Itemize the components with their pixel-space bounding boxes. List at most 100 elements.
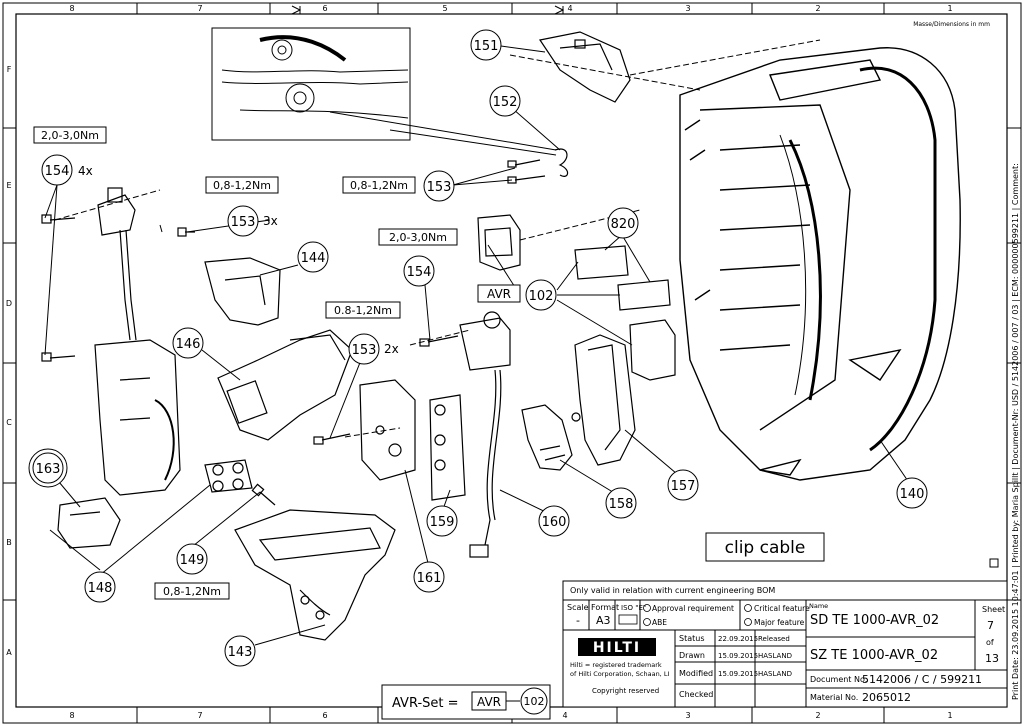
tb-sheet-value: 7 (987, 619, 994, 632)
avr-set-bubble (520, 687, 548, 715)
tb-trademark1: Hilti = registered trademark (570, 661, 662, 669)
tb-critical: Critical feature (754, 604, 810, 613)
part-number-148: 148 (88, 581, 113, 596)
part-number-157: 157 (671, 479, 696, 494)
part-146 (217, 329, 353, 441)
zone-side-A: A (6, 648, 12, 657)
corner-marker (989, 558, 999, 568)
bubble-158 (605, 487, 637, 519)
tb-scale-label: Scale (567, 603, 589, 612)
torque-box-149 (154, 582, 230, 600)
qty-153c: 2x (384, 342, 399, 356)
zone-bottom-7: 7 (197, 711, 202, 720)
part-161 (359, 379, 416, 481)
bubble-161 (413, 561, 445, 593)
part-number-154-mid: 154 (407, 265, 432, 280)
left-assembly (41, 187, 253, 549)
part-number-153-left: 153 (231, 215, 256, 230)
torque-box-153b (342, 176, 416, 194)
hilti-logo (578, 638, 656, 656)
part-number-159: 159 (430, 515, 455, 530)
part-151 (539, 31, 631, 103)
part-number-161: 161 (417, 571, 442, 586)
tb-trademark2: of Hilti Corporation, Schaan, LI (570, 670, 669, 678)
tb-drawn-date: 15.09.2015 (718, 652, 758, 660)
tb-doc-value: 5142006 / C / 599211 (862, 673, 982, 686)
tb-scale-value: - (576, 614, 580, 627)
tb-name2: SZ TE 1000-AVR_02 (810, 648, 938, 663)
tb-approval: Approval requirement (652, 604, 734, 613)
tb-modified-date: 15.09.2015 (718, 670, 758, 678)
torque-153c: 0.8-1,2Nm (334, 304, 392, 317)
part-149-screw (251, 483, 276, 506)
avr-set-box-label: AVR (477, 695, 501, 709)
bubble-102 (525, 279, 557, 311)
avr-set-prefix: AVR-Set = (392, 696, 459, 711)
zone-top-7: 7 (197, 4, 202, 13)
part-159 (429, 394, 466, 501)
part-number-151: 151 (474, 39, 499, 54)
tb-format-label: Format (591, 603, 619, 612)
part-number-140: 140 (900, 487, 925, 502)
tb-status-value: Released (758, 635, 790, 643)
tb-of-value: 13 (985, 652, 999, 665)
torque-box-153a (205, 176, 279, 194)
dimensions-note: Masse/Dimensions in mm (913, 21, 990, 28)
screws-153-top (507, 148, 569, 184)
bubble-149 (176, 543, 208, 575)
qty-153: 3x (263, 214, 278, 228)
part-number-146: 146 (176, 337, 201, 352)
hilti-logo-text: HILTI (593, 640, 641, 656)
part-number-163: 163 (36, 462, 61, 477)
zone-top-3: 3 (685, 4, 690, 13)
zone-top-6: 6 (322, 4, 327, 13)
bubble-154-mid (403, 255, 435, 287)
part-number-153-top: 153 (427, 180, 452, 195)
part-160-cable (459, 311, 511, 558)
zone-top-5: 5 (442, 4, 447, 13)
part-158 (521, 404, 581, 471)
part-number-820: 820 (611, 217, 636, 232)
avr-set-part: 102 (524, 695, 545, 708)
part-number-102: 102 (529, 289, 554, 304)
dashed-axis-1 (54, 189, 161, 221)
zone-side-D: D (6, 299, 12, 308)
bubble-163 (32, 452, 64, 484)
part-number-154-left: 154 (45, 164, 70, 179)
zone-bottom-1: 1 (947, 711, 952, 720)
zone-bottom-2: 2 (815, 711, 820, 720)
tb-drawn-label: Drawn (679, 651, 705, 660)
zone-top-1: 1 (947, 4, 952, 13)
tb-major: Major feature (754, 618, 805, 627)
bubble-160 (538, 505, 570, 537)
part-number-144: 144 (301, 251, 326, 266)
bubble-159 (426, 505, 458, 537)
part-number-152: 152 (493, 95, 518, 110)
tb-drawn-by: HASLAND (758, 652, 792, 660)
zone-side-C: C (6, 418, 12, 427)
tb-mat-value: 2065012 (862, 691, 911, 704)
zone-bottom-8: 8 (69, 711, 74, 720)
part-number-158: 158 (609, 497, 634, 512)
tb-checked-label: Checked (679, 690, 713, 699)
zone-top-2: 2 (815, 4, 820, 13)
tb-status-label: Status (679, 634, 705, 643)
torque-box-154a (33, 126, 107, 144)
part-number-143: 143 (228, 645, 253, 660)
bubble-140 (896, 477, 928, 509)
avr-label: AVR (487, 287, 511, 301)
torque-box-153c (325, 301, 401, 319)
part-number-160: 160 (542, 515, 567, 530)
avr-set-legend: AVR-Set = AVR 102 (381, 684, 551, 720)
tb-note: Only valid in relation with current engi… (570, 586, 775, 595)
bubble-154-left (41, 154, 73, 186)
torque-149: 0,8-1,2Nm (163, 585, 221, 598)
zone-side-E: E (6, 181, 11, 190)
zone-top-4: 4 (567, 4, 572, 13)
bubble-153-top (423, 170, 455, 202)
tb-status-date: 22.09.2015 (718, 635, 758, 643)
tb-copyright: Copyright reserved (592, 687, 659, 695)
tb-sheet-label: Sheet (982, 605, 1005, 614)
part-number-153-mid: 153 (352, 343, 377, 358)
bubble-148 (84, 571, 116, 603)
